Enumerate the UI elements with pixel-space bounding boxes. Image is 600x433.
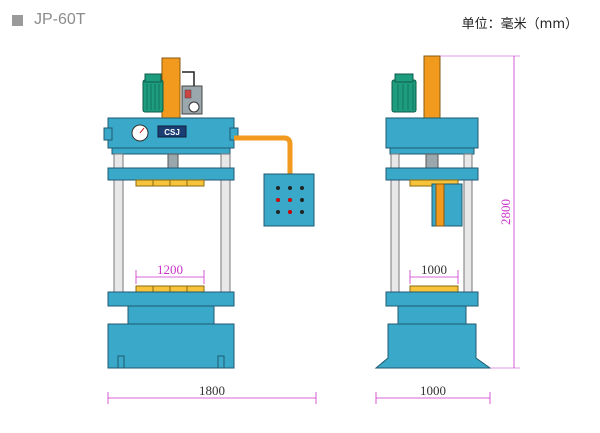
front-pipe xyxy=(182,71,195,86)
side-platen-dimension-label: 1000 xyxy=(421,262,447,277)
front-motor xyxy=(142,73,164,113)
front-platen-dimension-label: 1200 xyxy=(157,262,183,277)
front-brand-badge xyxy=(157,125,187,138)
front-valve-block xyxy=(181,85,203,115)
control-box xyxy=(263,173,315,227)
side-overall-dimension: 1000 xyxy=(375,383,491,404)
control-pipe xyxy=(234,135,293,176)
side-top-crown xyxy=(385,117,479,149)
front-cylinder xyxy=(161,57,181,119)
side-lower-platen xyxy=(385,291,479,307)
model-title: JP-60T xyxy=(34,11,86,28)
side-motor xyxy=(391,73,417,113)
front-overall-dimension: 1800 xyxy=(107,383,317,404)
height-dimension-label: 2800 xyxy=(498,199,513,225)
side-cylinder xyxy=(423,55,441,129)
front-base xyxy=(107,323,235,369)
front-brand-text: CSJ xyxy=(164,128,180,137)
side-view xyxy=(374,55,492,369)
unit-label: 单位：毫米（mm） xyxy=(461,17,578,32)
side-platen-dimension: 1000 xyxy=(409,262,459,284)
front-platen-dimension: 1200 xyxy=(135,262,205,284)
height-dimension: 2800 xyxy=(440,55,520,369)
side-upper-platen xyxy=(385,167,479,181)
front-pressure-gauge xyxy=(131,124,149,142)
front-overall-dimension-label: 1800 xyxy=(199,383,225,398)
front-view: CSJ xyxy=(103,57,239,369)
front-upper-platen xyxy=(107,167,235,181)
side-overall-dimension-label: 1000 xyxy=(420,383,446,398)
header-square-icon xyxy=(12,15,23,26)
side-base xyxy=(374,323,492,369)
front-lower-platen xyxy=(107,291,235,307)
